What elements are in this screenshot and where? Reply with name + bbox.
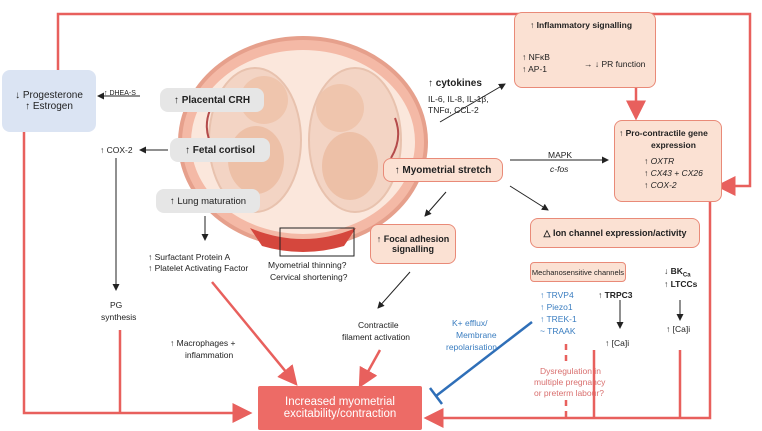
gene-oxtr: ↑ OXTR: [644, 156, 675, 166]
bk-subscript: Ca: [682, 272, 691, 279]
cox2-label: ↑ COX-2: [100, 145, 133, 155]
focal-line2: signalling: [391, 244, 434, 254]
outcome-line2: excitability/contraction: [283, 408, 397, 420]
red-feedback-loop: [22, 12, 752, 428]
pg-synthesis-line2: synthesis: [101, 312, 137, 322]
thinning-line2: Cervical shortening?: [270, 272, 348, 282]
cfos-label: c-fos: [550, 164, 569, 174]
trpc3-label: ↑ TRPC3: [598, 290, 633, 300]
inflammatory-signalling-box: [514, 12, 656, 88]
channel-traak: ~ TRAAK: [540, 326, 576, 336]
nfkb-label: ↑ NFκB: [522, 52, 550, 62]
myometrial-stretch-box: ↑ Myometrial stretch: [383, 158, 503, 182]
cytokines-line1: IL-6, IL-8, IL-1β,: [428, 94, 489, 104]
bk-text: ↓ BK: [664, 266, 683, 276]
fetal-cortisol-box: ↑ Fetal cortisol: [170, 138, 270, 162]
outcome-line1: Increased myometrial: [285, 396, 395, 408]
cytokines-title: ↑ cytokines: [428, 78, 482, 89]
surfactant-line2: ↑ Platelet Activating Factor: [148, 263, 249, 273]
progesterone-label: ↓ Progesterone: [15, 90, 83, 101]
focal-line1: ↑ Focal adhesion: [376, 234, 450, 244]
gene-cx43-cx26: ↑ CX43 + CX26: [644, 168, 703, 178]
surfactant-line1: ↑ Surfactant Protein A: [148, 252, 231, 262]
macrophages-line2: inflammation: [185, 350, 234, 360]
cervix-highlight-box: [279, 227, 355, 257]
efflux-line1: K+ efflux/: [452, 318, 488, 328]
channel-trvp4: ↑ TRVP4: [540, 290, 574, 300]
ltcc-label: ↑ LTCCs: [664, 279, 698, 289]
pro-contractile-title2: expression: [651, 140, 696, 150]
lung-maturation-box: ↑ Lung maturation: [156, 189, 260, 213]
gene-cox2: ↑ COX-2: [644, 180, 677, 190]
placental-crh-box: ↑ Placental CRH: [160, 88, 264, 112]
contractile-line2: filament activation: [342, 332, 411, 342]
thinning-line1: Myometrial thinning?: [268, 260, 347, 270]
blue-inhibition-line: [429, 321, 533, 405]
bk-label: ↓ BKCa: [664, 266, 691, 280]
channel-trek1: ↑ TREK-1: [540, 314, 577, 324]
cai-trpc3: ↑ [Ca]i: [605, 338, 630, 348]
cai-ltcc: ↑ [Ca]i: [666, 324, 691, 334]
dysregulation-line2: multiple pregnancy: [534, 377, 606, 387]
channel-piezo1: ↑ Piezo1: [540, 302, 573, 312]
cytokines-line2: TNFα, CCL-2: [428, 105, 479, 115]
pr-function-label: → ↓ PR function: [584, 59, 646, 69]
mapk-label: MAPK: [548, 150, 573, 160]
efflux-line3: repolarisation: [446, 342, 498, 352]
efflux-line2: Membrane: [456, 330, 497, 340]
mechanosensitive-box: Mechanosensitive channels: [530, 262, 626, 282]
pg-synthesis-line1: PG: [110, 300, 123, 310]
ap1-label: ↑ AP-1: [522, 64, 548, 74]
dysregulation-line3: or preterm labour?: [534, 388, 604, 398]
inflammatory-title: ↑ Inflammatory signalling: [530, 20, 633, 30]
dhea-label: ↑ DHEA-S: [104, 90, 136, 97]
contractile-line1: Contractile: [358, 320, 399, 330]
estrogen-label: ↑ Estrogen: [25, 101, 73, 112]
pro-contractile-box: [614, 120, 722, 202]
pro-contractile-title1: ↑ Pro-contractile gene: [619, 128, 708, 138]
progesterone-estrogen-box: ↓ Progesterone ↑ Estrogen: [2, 70, 96, 132]
focal-adhesion-box: ↑ Focal adhesion signalling: [370, 224, 456, 264]
ion-channel-box: △ Ion channel expression/activity: [530, 218, 700, 248]
dysregulation-line1: Dysregulation in: [540, 366, 601, 376]
outcome-box: Increased myometrial excitability/contra…: [258, 386, 422, 430]
macrophages-line1: ↑ Macrophages +: [170, 338, 236, 348]
